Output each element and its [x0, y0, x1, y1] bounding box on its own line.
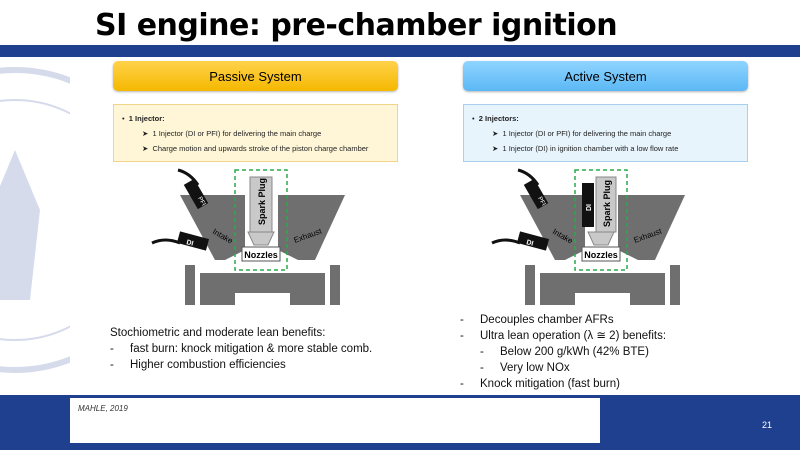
cylinder-wall-right	[670, 265, 680, 305]
active-lead-label: 2 Injectors:	[478, 114, 519, 123]
di-injector	[176, 231, 210, 251]
active-prechamber-diagram: Spark Plug DI Nozzles Intake Exhaust PFI…	[491, 168, 685, 305]
left-decorative-band	[0, 0, 70, 450]
di-injector-label: DI	[185, 239, 194, 248]
cylinder-head-left	[520, 195, 585, 260]
cylinder-wall-right	[330, 265, 340, 305]
prechamber-di-injector	[582, 183, 594, 227]
spark-plug-label: Spark Plug	[602, 180, 612, 227]
prechamber-highlight	[234, 169, 288, 271]
sub-list-item: -Very low NOx	[480, 362, 570, 374]
prechamber-di-label: DI	[586, 204, 593, 211]
pfi-injector	[523, 178, 549, 210]
list-item-text: Higher combustion efficiencies	[130, 359, 286, 371]
active-system-header: Active System	[463, 61, 748, 91]
university-seal-watermark	[0, 67, 70, 373]
pfi-injector-label: PFI	[536, 196, 546, 207]
nozzles-label-box	[241, 246, 281, 262]
active-benefits-text: -Decouples chamber AFRs -Ultra lean oper…	[460, 312, 760, 392]
nozzles-label: Nozzles	[584, 250, 618, 260]
active-system-description: • 2 Injectors: ➤ 1 Injector (DI or PFI) …	[463, 104, 748, 162]
list-item: -Decouples chamber AFRs	[460, 314, 614, 326]
piston	[200, 273, 325, 305]
passive-sub-item-text: Charge motion and upwards stroke of the …	[152, 144, 369, 153]
passive-lead-label: 1 Injector:	[128, 114, 165, 123]
list-item: -Ultra lean operation (λ ≅ 2) benefits:	[460, 330, 667, 342]
sub-list-item: -Below 200 g/kWh (42% BTE)	[480, 346, 649, 358]
di-cable	[151, 238, 181, 245]
prechamber-highlight	[574, 169, 628, 271]
passive-system-header: Passive System	[113, 61, 398, 91]
footer-source-panel	[70, 398, 600, 443]
passive-benefits-heading: Stochiometric and moderate lean benefits…	[110, 327, 326, 339]
nozzles-label: Nozzles	[244, 250, 278, 260]
passive-prechamber-diagram: Spark Plug Nozzles Intake Exhaust PFI DI	[151, 168, 345, 305]
cylinder-head-right	[278, 195, 345, 260]
cylinder-wall-left	[185, 265, 195, 305]
list-item-text: Ultra lean operation (λ ≅ 2) benefits:	[480, 330, 667, 342]
pfi-injector-label: PFI	[196, 196, 206, 207]
active-sub-item: ➤ 1 Injector (DI or PFI) for delivering …	[492, 129, 672, 138]
cylinder-head-left	[180, 195, 245, 260]
passive-sub-item-text: 1 Injector (DI or PFI) for delivering th…	[152, 129, 322, 138]
active-sub-item-text: 1 Injector (DI or PFI) for delivering th…	[502, 129, 672, 138]
di-injector-label: DI	[525, 239, 534, 248]
page-number: 21	[761, 420, 772, 430]
di-injector	[516, 231, 550, 251]
di-cable	[491, 238, 521, 245]
prechamber-tip	[587, 231, 615, 246]
page-title: SI engine: pre-chamber ignition	[95, 8, 618, 43]
passive-sub-item: ➤ Charge motion and upwards stroke of th…	[142, 144, 369, 153]
list-item-text: fast burn: knock mitigation & more stabl…	[130, 343, 373, 355]
spark-plug-label: Spark Plug	[257, 178, 267, 225]
list-item-text: Decouples chamber AFRs	[480, 314, 614, 326]
active-sub-item: ➤ 1 Injector (DI) in ignition chamber wi…	[492, 144, 679, 153]
piston	[540, 273, 665, 305]
sub-list-item-text: Very low NOx	[500, 362, 570, 374]
passive-sub-item: ➤ 1 Injector (DI or PFI) for delivering …	[142, 129, 322, 138]
passive-lead-item: • 1 Injector:	[122, 114, 165, 123]
title-underline-bar	[0, 45, 800, 57]
passive-system-description: • 1 Injector: ➤ 1 Injector (DI or PFI) f…	[113, 104, 398, 162]
passive-benefits-text: Stochiometric and moderate lean benefits…	[110, 325, 430, 373]
list-item: -Knock mitigation (fast burn)	[460, 378, 620, 390]
sub-list-item-text: Below 200 g/kWh (42% BTE)	[500, 346, 649, 358]
source-citation: MAHLE, 2019	[78, 404, 128, 413]
cylinder-head-right	[618, 195, 685, 260]
list-item: -Higher combustion efficiencies	[110, 359, 286, 371]
nozzles-label-box	[581, 246, 621, 262]
pfi-injector	[183, 178, 209, 210]
active-lead-item: • 2 Injectors:	[472, 114, 519, 123]
prechamber-tip	[247, 231, 275, 246]
list-item-text: Knock mitigation (fast burn)	[480, 378, 620, 390]
cylinder-wall-left	[525, 265, 535, 305]
list-item: -fast burn: knock mitigation & more stab…	[110, 343, 373, 355]
active-sub-item-text: 1 Injector (DI) in ignition chamber with…	[502, 144, 679, 153]
